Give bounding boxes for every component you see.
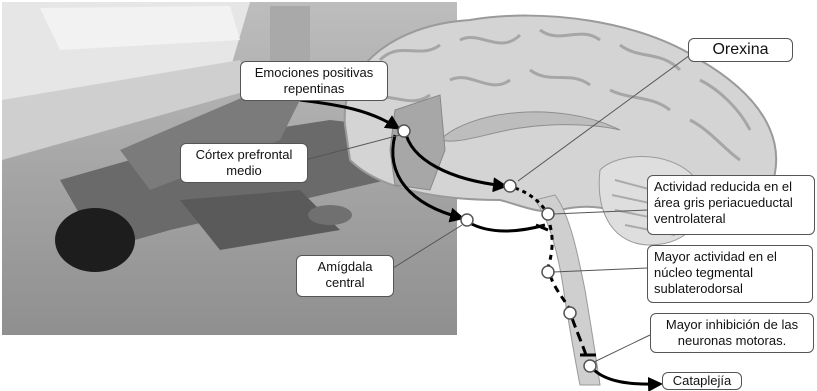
label-pag: Actividad reducida en el área gris peria… (647, 175, 815, 235)
label-emociones: Emociones positivas repentinas (240, 61, 388, 101)
node-medulla (564, 307, 576, 319)
node-amygdala (461, 214, 473, 226)
node-vlpag (542, 208, 554, 220)
label-motoras: Mayor inhibición de las neuronas motoras… (650, 313, 814, 353)
label-cataplejia: Cataplejía (662, 372, 742, 390)
label-sld: Mayor actividad en el núcleo tegmental s… (647, 245, 813, 303)
label-cortex: Córtex prefrontal medio (180, 143, 308, 183)
node-lh (504, 180, 516, 192)
node-sld (542, 266, 554, 278)
label-orexina: Orexina (688, 38, 793, 62)
label-amigdala: Amígdala central (296, 255, 394, 297)
